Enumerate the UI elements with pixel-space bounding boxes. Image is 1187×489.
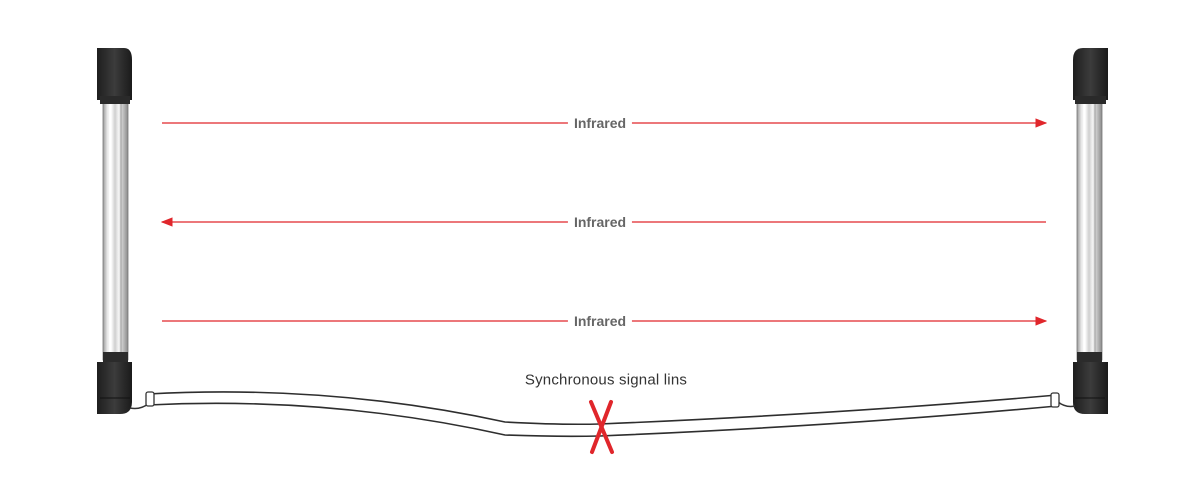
right-tube [1076, 99, 1103, 361]
cable-cut-mark [589, 400, 614, 454]
beam-3-label: Infrared [567, 313, 633, 329]
right-detector-post [1057, 48, 1108, 414]
beam-1-label: Infrared [567, 115, 633, 131]
left-bottom-cap [97, 362, 132, 414]
right-top-cap [1073, 48, 1108, 100]
signal-cable [145, 391, 1060, 454]
left-tube [102, 99, 129, 361]
cable-label: Synchronous signal lins [524, 371, 688, 389]
left-top-cap [97, 48, 132, 100]
beam-2-label: Infrared [567, 214, 633, 230]
left-detector-post [97, 48, 149, 414]
right-bottom-cap [1073, 362, 1108, 414]
